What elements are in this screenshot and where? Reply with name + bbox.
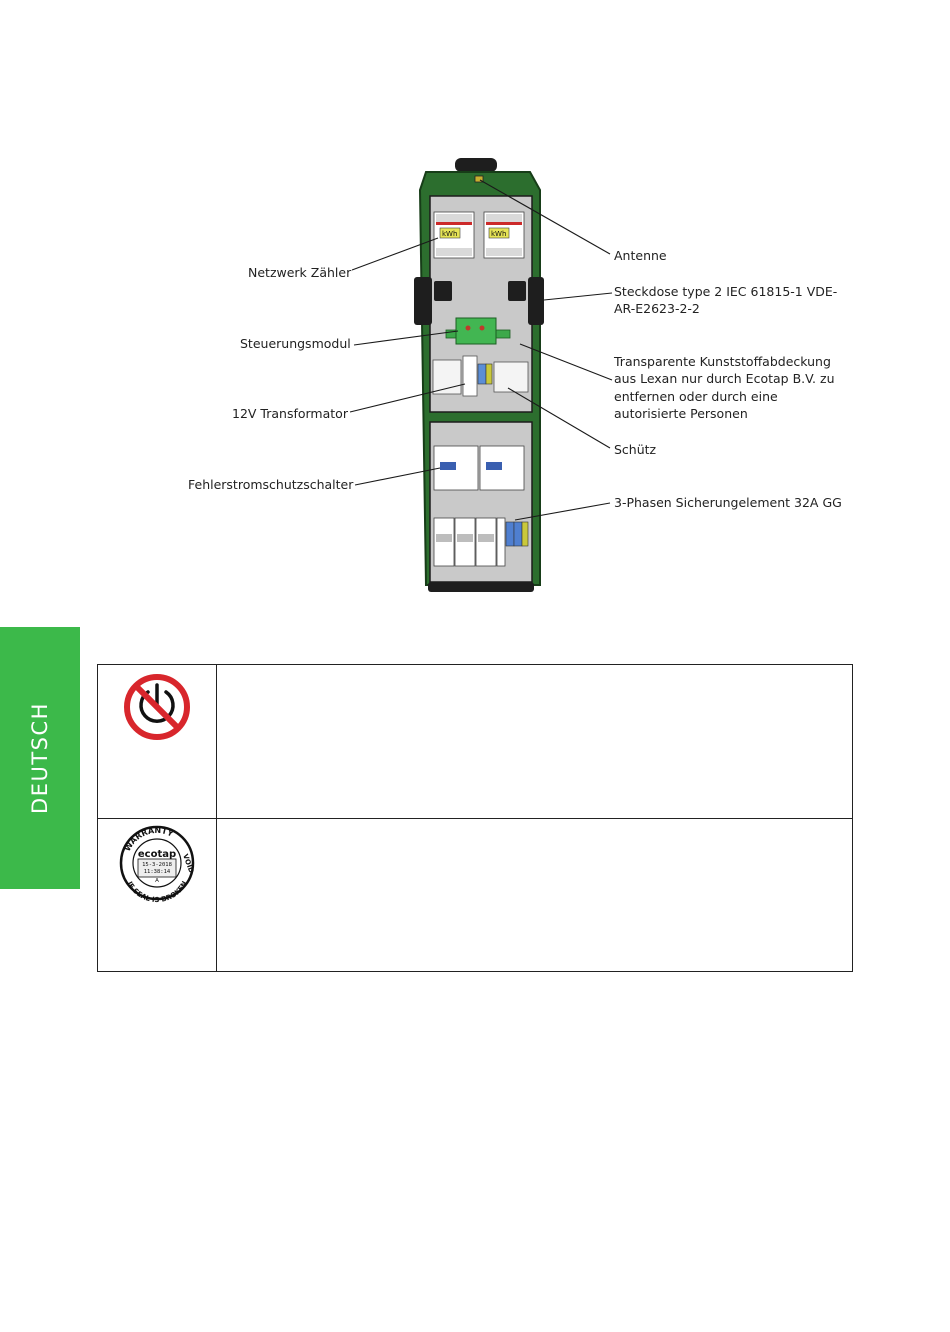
- warranty-seal-icon: WARRANTY IF SEAL IS BROKEN VOID ecotap 1…: [119, 825, 195, 904]
- transformer-12v: [462, 355, 478, 397]
- socket-left: [414, 277, 432, 325]
- warning-table: WARRANTY IF SEAL IS BROKEN VOID ecotap 1…: [97, 664, 853, 972]
- label-schuetz: Schütz: [614, 442, 657, 457]
- label-abdeckung-line2: aus Lexan nur durch Ecotap B.V. zu: [614, 371, 835, 386]
- label-abdeckung-line3: entfernen oder durch eine: [614, 389, 778, 404]
- top-cap: [455, 158, 497, 172]
- control-module: [455, 317, 497, 345]
- seal-time: 11:38:14: [144, 869, 171, 875]
- fuse-holders: [433, 517, 506, 567]
- seal-brand: ecotap: [138, 849, 176, 860]
- label-netzwerk-zaehler: Netzwerk Zähler: [248, 265, 352, 280]
- power-off-prohibited-icon: [124, 674, 190, 740]
- meter-display-text: kWh: [442, 230, 457, 238]
- label-abdeckung-line1: Transparente Kunststoffabdeckung: [614, 354, 831, 369]
- label-steckdose-line2: AR-E2623-2-2: [614, 301, 700, 316]
- warning-text-cell: [218, 665, 852, 818]
- warning-icon-cell: [98, 665, 217, 818]
- seal-date: 15-3-2018: [142, 862, 172, 868]
- energy-meter-left: kWh: [433, 211, 475, 259]
- charging-station-diagram: kWh kWh: [349, 158, 613, 592]
- warning-row-seal: WARRANTY IF SEAL IS BROKEN VOID ecotap 1…: [98, 819, 852, 971]
- seal-code: A: [155, 878, 159, 884]
- language-tab-label: DEUTSCH: [28, 702, 53, 814]
- socket-right: [528, 277, 544, 325]
- meter-display-text: kWh: [491, 230, 506, 238]
- label-steuerungsmodul: Steuerungsmodul: [240, 336, 351, 351]
- antenna: [474, 175, 484, 183]
- warning-icon-cell: WARRANTY IF SEAL IS BROKEN VOID ecotap 1…: [98, 819, 217, 971]
- label-abdeckung-line4: autorisierte Personen: [614, 406, 748, 421]
- contactor-2: [493, 361, 529, 393]
- label-steckdose-line1: Steckdose type 2 IEC 61815-1 VDE-: [614, 284, 838, 299]
- label-transformator: 12V Transformator: [232, 406, 348, 421]
- energy-meter-right: kWh: [483, 211, 525, 259]
- label-fehlerstrom: Fehlerstromschutzschalter: [188, 477, 354, 492]
- language-tab: DEUTSCH: [0, 627, 80, 889]
- warning-text-cell: [218, 819, 852, 971]
- warning-row-power: [98, 665, 852, 819]
- terminal-block: [505, 521, 529, 547]
- label-antenne: Antenne: [614, 248, 667, 263]
- label-sicherung: 3-Phasen Sicherungelement 32A GG: [614, 495, 842, 510]
